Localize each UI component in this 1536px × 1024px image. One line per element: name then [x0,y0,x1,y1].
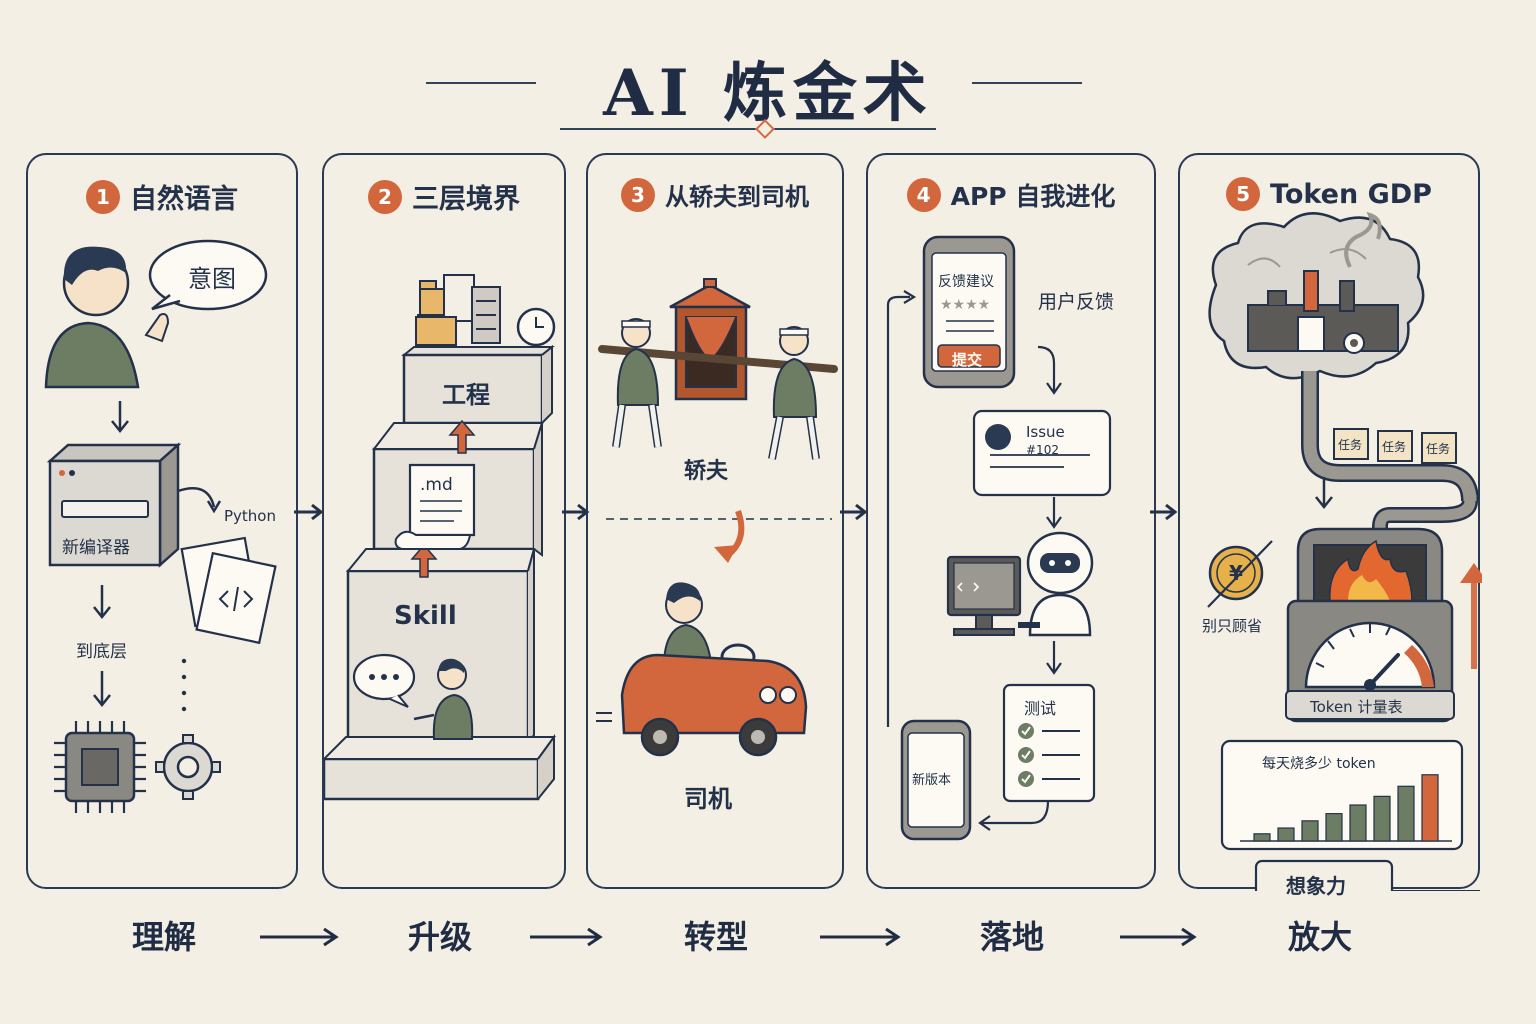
bar-mark [1278,828,1294,841]
skill-label: Skill [394,601,457,631]
stage-upgrade: 升级 [370,912,510,958]
issue-label: Issue [1026,423,1065,441]
bar-mark [1422,775,1438,841]
porter-icon [616,319,658,447]
porter-label: 轿夫 [684,453,728,485]
task-label: 任务 [1382,438,1406,455]
save-only-label: 别只顾省 [1202,615,1262,636]
bar-mark [1326,814,1342,841]
yen-symbol: ¥ [1229,561,1243,585]
car-icon [596,582,806,755]
bar-mark [1302,821,1318,841]
md-label: .md [420,475,453,495]
bar-mark [1398,786,1414,841]
robot-at-computer-icon [948,533,1092,635]
star-rating-icon: ★★★★ [940,297,990,313]
issue-number: #102 [1026,443,1059,457]
code-document-icon [182,538,276,643]
panel-5-illustration [1180,155,1482,891]
person-icon [46,247,168,387]
porter-icon [772,327,816,459]
driver-label: 司机 [684,779,732,814]
title-underline [560,128,936,130]
panel-2-illustration [324,155,568,891]
chip-icon [54,721,146,813]
python-label: Python [224,507,276,525]
sedan-chair-icon [670,279,750,399]
task-label: 任务 [1426,440,1450,457]
furnace-icon [1286,529,1454,721]
stage-transform: 转型 [646,912,786,958]
page-title: AI 炼金术 [0,42,1536,134]
gear-icon [156,735,220,799]
flow-arrow-icon [1116,920,1206,950]
user-feedback-label: 用户反馈 [1038,287,1114,314]
svg-text:★★★★: ★★★★ [940,297,990,313]
flow-arrow-icon [256,920,346,950]
flow-arrow-icon [526,920,616,950]
bar-mark [1350,805,1366,841]
task-label: 任务 [1338,436,1362,453]
bottom-layer-label: 到底层 [76,637,127,662]
folder-icon [416,275,554,349]
submit-button[interactable]: 提交 [952,349,982,370]
new-version-label: 新版本 [912,769,951,788]
flow-arrow-icon [816,920,906,950]
brain-factory-icon [1210,213,1424,378]
title-area: AI 炼金术 [0,30,1536,140]
token-meter-label: Token 计量表 [1310,696,1402,717]
stage-land: 落地 [942,912,1082,958]
daily-token-label: 每天烧多少 token [1262,753,1376,773]
feedback-card-label: 反馈建议 [938,271,994,291]
intent-label: 意图 [188,259,236,294]
imagination-label: 想象力 [1286,870,1346,899]
compiler-label: 新编译器 [62,533,130,558]
stage-amplify: 放大 [1250,912,1390,958]
bar-mark [1254,834,1270,841]
stage-understand: 理解 [94,912,234,958]
engineering-label: 工程 [442,375,490,410]
bar-mark [1374,796,1390,841]
test-label: 测试 [1024,695,1056,719]
